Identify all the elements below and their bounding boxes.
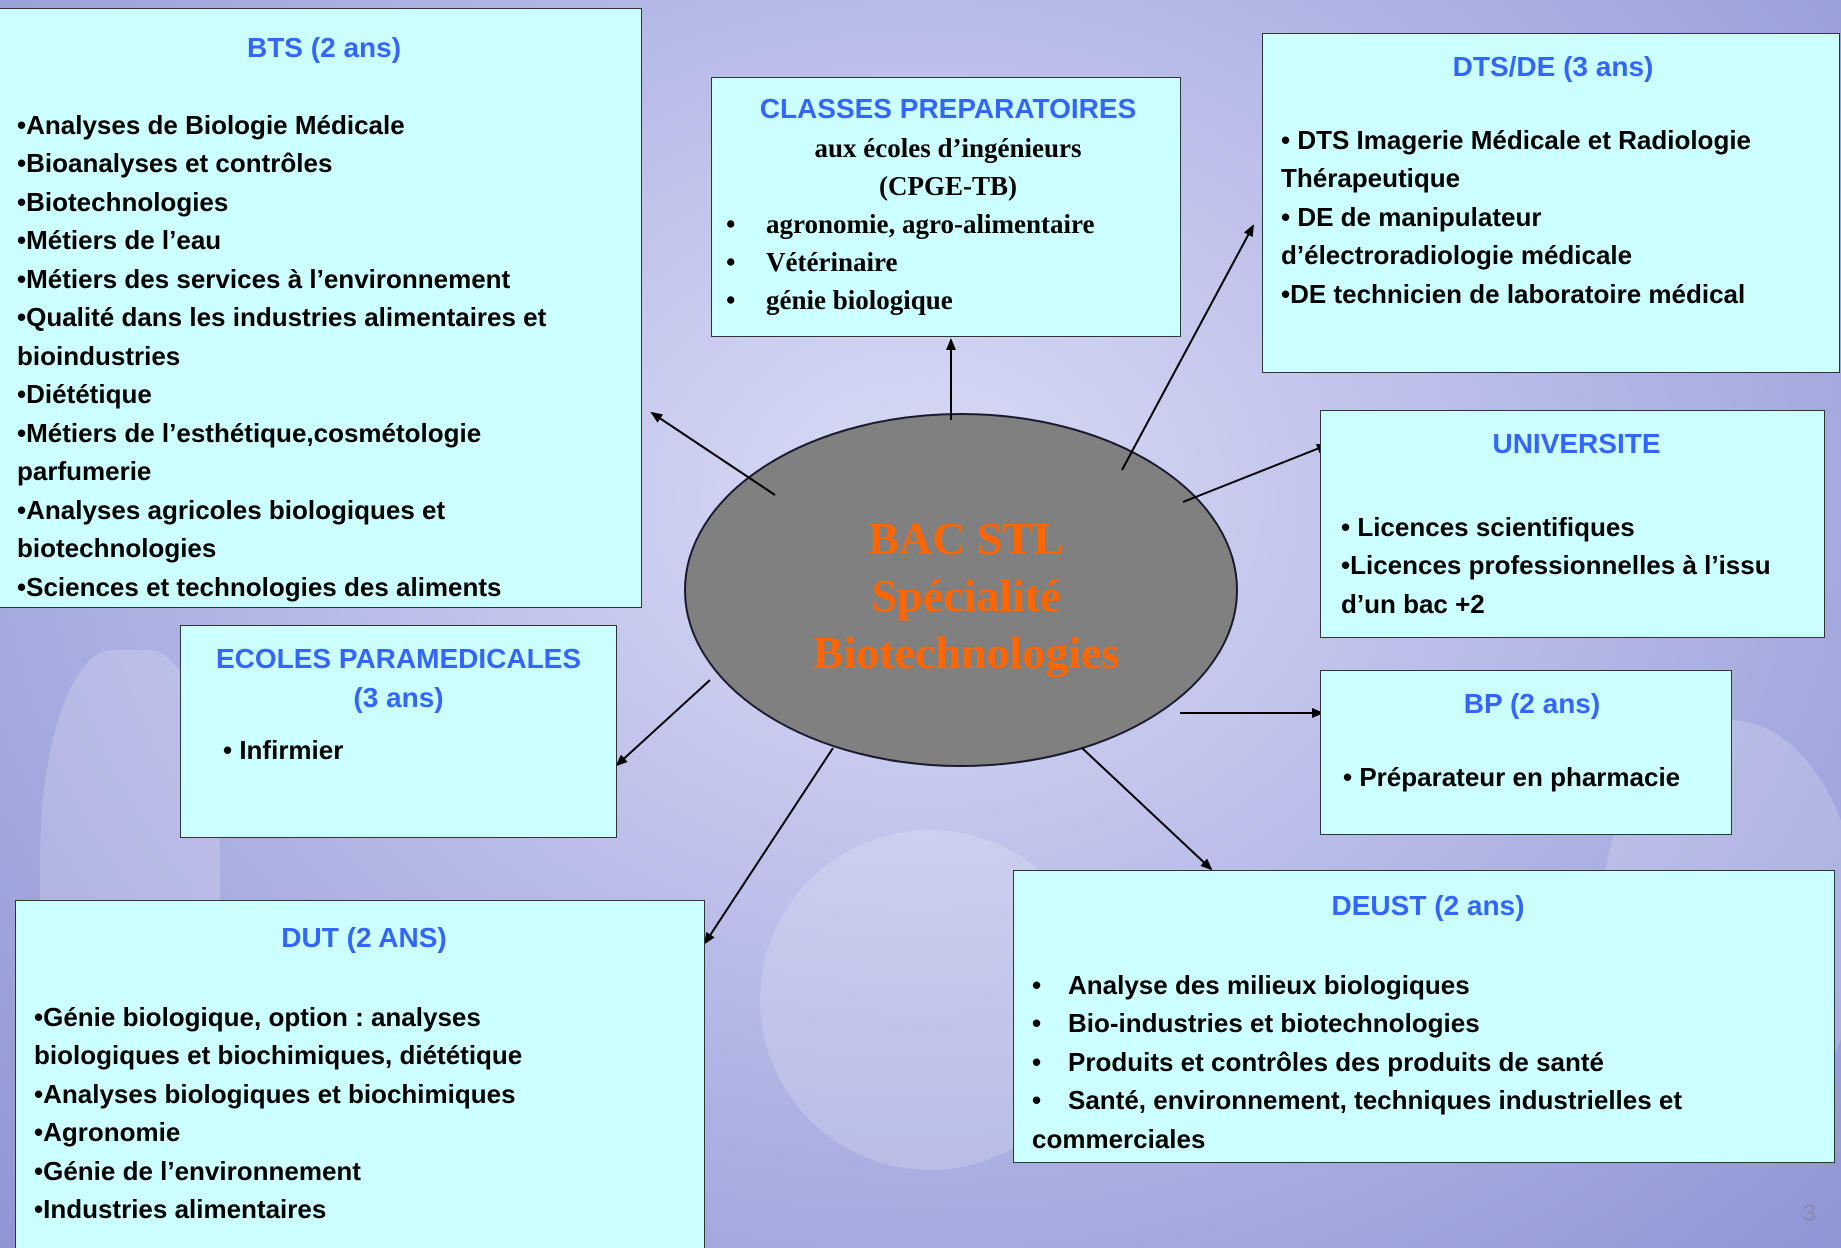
ecoles-para-box: ECOLES PARAMEDICALES (3 ans) • Infirmier [180,625,617,838]
list-item: •Diététique [17,379,152,409]
dts-de-title: DTS/DE (3 ans) [1452,51,1654,82]
classes-prep-box: CLASSES PREPARATOIRES aux écoles d’ingén… [711,77,1181,337]
arrow-to-deust [1081,747,1213,871]
list-item: •Métiers de l’eau [17,225,222,255]
universite-box: UNIVERSITE • Licences scientifiques •Lic… [1320,410,1825,638]
bullet: • [726,208,736,239]
list-item: •Analyses agricoles biologiques et biote… [17,494,446,564]
list-item: • Préparateur en pharmacie [1343,761,1681,792]
center-ellipse [684,413,1238,767]
list-item: •Agronomie [34,1117,181,1147]
deust-box: DEUST (2 ans) •Analyse des milieux biolo… [1013,870,1835,1163]
arrow-to-bts [650,411,776,496]
dut-box: DUT (2 ANS) •Génie biologique, option : … [15,900,705,1248]
arrow-to-ecoles-para [615,679,711,767]
list-item: •Biotechnologies [17,186,229,217]
list-item: •Génie de l’environnement [34,1155,361,1186]
classes-prep-subtitle: aux écoles d’ingénieurs [814,132,1082,163]
bullet: • [1032,1046,1042,1077]
list-item: •Sciences et technologies des aliments [17,571,502,602]
list-item: •génie biologique [726,281,1170,319]
list-item: •DE technicien de laboratoire médical [1281,278,1746,309]
list-item: •Santé, environnement, techniques indust… [1032,1081,1752,1158]
list-item: •Licences professionnelles à l’issu d’un… [1341,550,1771,619]
deust-list: •Analyse des milieux biologiques •Bio-in… [1032,966,1824,1159]
list-item: • Infirmier [223,735,344,765]
list-item: •Industries alimentaires [34,1194,327,1224]
list-item: •Bio-industries et biotechnologies [1032,1004,1824,1043]
bullet: • [726,246,736,277]
list-item: •Analyses biologiques et biochimiques [34,1078,516,1109]
bp-list: • Préparateur en pharmacie [1343,758,1721,797]
list-item: • DE de manipulateur d’électroradiologie… [1281,201,1633,271]
list-item: •Métiers de l’esthétique,cosmétologie pa… [17,417,482,487]
list-item: • Licences scientifiques [1341,511,1635,542]
dut-list: •Génie biologique, option : analyses bio… [34,998,694,1229]
arrow-to-dut [703,747,834,945]
center-line-1: BAC STL [868,513,1064,564]
universite-title: UNIVERSITE [1492,428,1661,459]
list-item: •Analyse des milieux biologiques [1032,966,1824,1005]
list-item: • DTS Imagerie Médicale et Radiologie Th… [1281,124,1752,194]
page-number: 3 [1802,1200,1816,1227]
bullet: • [726,284,736,315]
bullet: • [1032,969,1042,1000]
list-item: •Vétérinaire [726,243,1170,281]
arrow-to-universite [1182,444,1329,503]
center-line-3: Biotechnologies [812,627,1120,678]
arrow-to-dts-de [1121,224,1254,471]
universite-list: • Licences scientifiques •Licences profe… [1341,508,1812,624]
list-item: •Qualité dans les industries alimentaire… [17,302,547,371]
bts-box: BTS (2 ans) •Analyses de Biologie Médica… [0,8,642,608]
list-item: •Métiers des services à l’environnement [17,263,511,294]
center-label: BAC STL Spécialité Biotechnologies [686,510,1246,681]
classes-prep-title: CLASSES PREPARATOIRES [759,93,1137,124]
center-line-2: Spécialité [871,570,1061,621]
dut-title: DUT (2 ANS) [281,922,447,953]
dts-de-box: DTS/DE (3 ans) • DTS Imagerie Médicale e… [1262,33,1840,373]
ecoles-para-title: ECOLES PARAMEDICALES [215,643,582,674]
list-item: •Bioanalyses et contrôles [17,148,333,178]
bullet: • [1032,1085,1042,1115]
ecoles-para-list: • Infirmier [223,731,606,770]
dts-de-list: • DTS Imagerie Médicale et Radiologie Th… [1281,121,1825,314]
bp-box: BP (2 ans) • Préparateur en pharmacie [1320,670,1732,835]
classes-prep-list: •agronomie, agro-alimentaire •Vétérinair… [726,205,1170,319]
bullet: • [1032,1008,1042,1038]
classes-prep-subtitle: (CPGE-TB) [879,170,1017,201]
list-item: •agronomie, agro-alimentaire [726,205,1170,243]
bts-title: BTS (2 ans) [246,32,402,63]
bp-title: BP (2 ans) [1463,688,1601,719]
deust-title: DEUST (2 ans) [1331,890,1525,921]
list-item: •Génie biologique, option : analyses bio… [34,1001,523,1071]
bts-list: •Analyses de Biologie Médicale •Bioanaly… [17,106,631,607]
ecoles-para-duration: (3 ans) [353,681,444,713]
list-item: •Produits et contrôles des produits de s… [1032,1043,1824,1082]
list-item: •Analyses de Biologie Médicale [17,109,405,140]
